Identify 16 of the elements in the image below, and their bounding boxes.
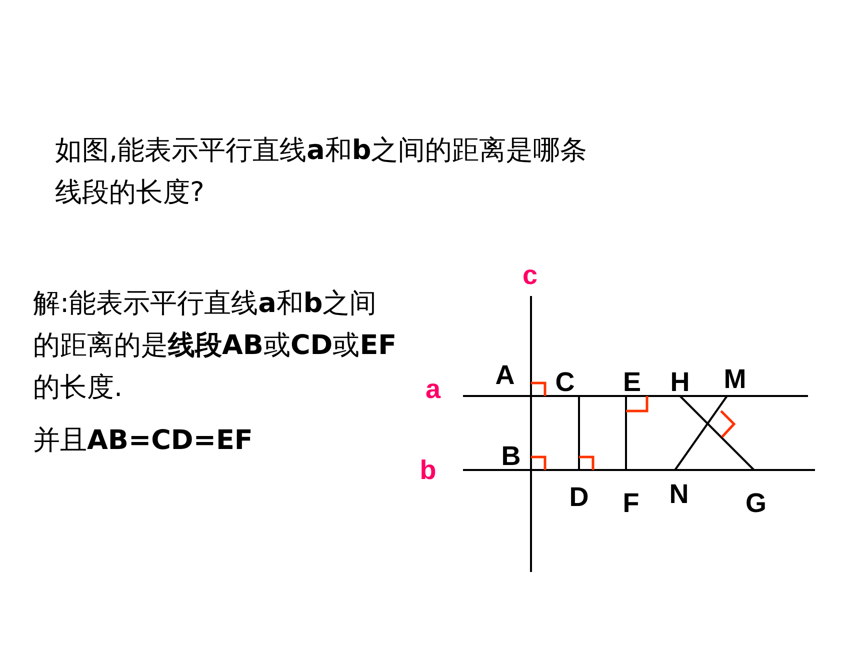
point-label: G: [746, 488, 766, 518]
line-name: b: [420, 455, 436, 485]
point-label: N: [669, 479, 689, 509]
point-label: B: [501, 441, 521, 471]
answer-text: 解:能表示平行直线a和b之间的距离的是线段AB或CD或EF的长度.: [33, 287, 398, 405]
point-label: E: [623, 367, 641, 397]
point-label: F: [622, 488, 640, 518]
line-name: c: [522, 260, 538, 290]
point-label: H: [670, 367, 690, 397]
equality-statement: 并且AB=CD=EF: [33, 424, 254, 458]
point-label: A: [495, 360, 515, 390]
point-label: M: [724, 364, 746, 394]
question-text: 如图,能表示平行直线a和b之间的距离是哪条线段的长度?: [55, 134, 588, 210]
point-label: D: [569, 482, 589, 512]
point-label: C: [555, 367, 575, 397]
line-name: a: [425, 374, 441, 404]
